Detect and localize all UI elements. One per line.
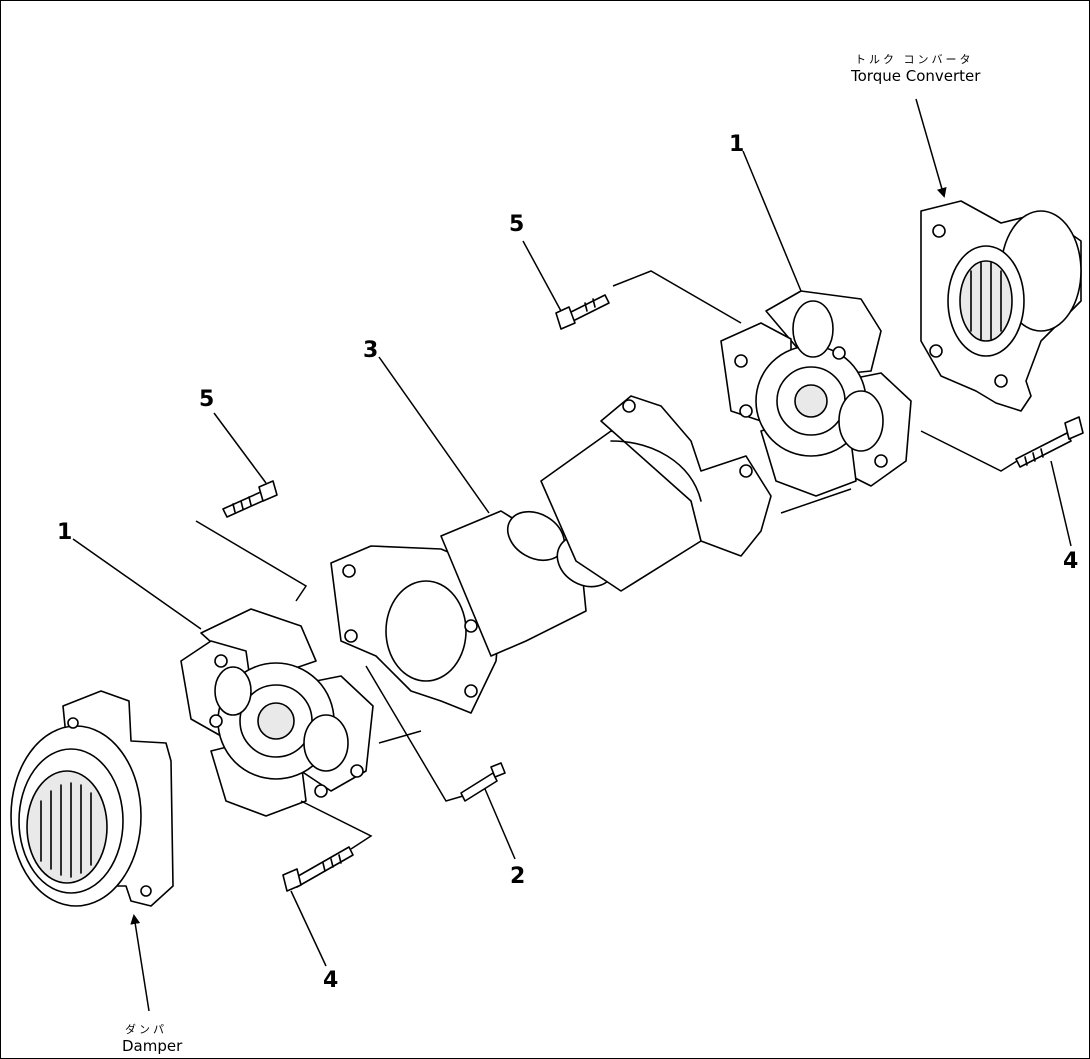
- damper-arrow: [130, 914, 150, 1012]
- propeller-shaft: [440, 430, 702, 657]
- callout-shaft: 3: [363, 338, 378, 363]
- universal-joint-left: [180, 608, 374, 817]
- torque-converter-flange: [920, 200, 1082, 412]
- torque-converter-label-en: Torque Converter: [850, 67, 981, 85]
- torque-converter-arrow: [915, 98, 947, 198]
- callout-bolt-lower-left: 4: [323, 968, 338, 993]
- callout-bolt-upper-left: 5: [199, 387, 214, 412]
- damper-label-jp: ダンパ: [125, 1022, 167, 1036]
- universal-joint-right: [720, 290, 912, 497]
- damper-flange: [10, 690, 174, 907]
- tube-yoke-right: [600, 395, 772, 557]
- slip-yoke-left: [330, 545, 502, 714]
- leader-lines: [72, 150, 1072, 967]
- bolt-lower-left: [282, 846, 354, 892]
- callout-cross-right: 1: [729, 132, 744, 157]
- bolt-upper-mid: [555, 294, 610, 330]
- damper-label-en: Damper: [122, 1037, 183, 1055]
- callout-bolt-right: 4: [1063, 549, 1078, 574]
- bolt-upper-left: [222, 480, 278, 518]
- assembly-guide-lines: [195, 270, 1018, 850]
- bolt-right: [1015, 416, 1084, 468]
- callout-cross-left: 1: [57, 520, 72, 545]
- torque-converter-label-jp: トルク コンバータ: [855, 53, 974, 66]
- callout-bolt-upper-mid: 5: [509, 212, 524, 237]
- grease-fitting: [460, 762, 506, 802]
- callout-grease-fitting: 2: [510, 864, 525, 889]
